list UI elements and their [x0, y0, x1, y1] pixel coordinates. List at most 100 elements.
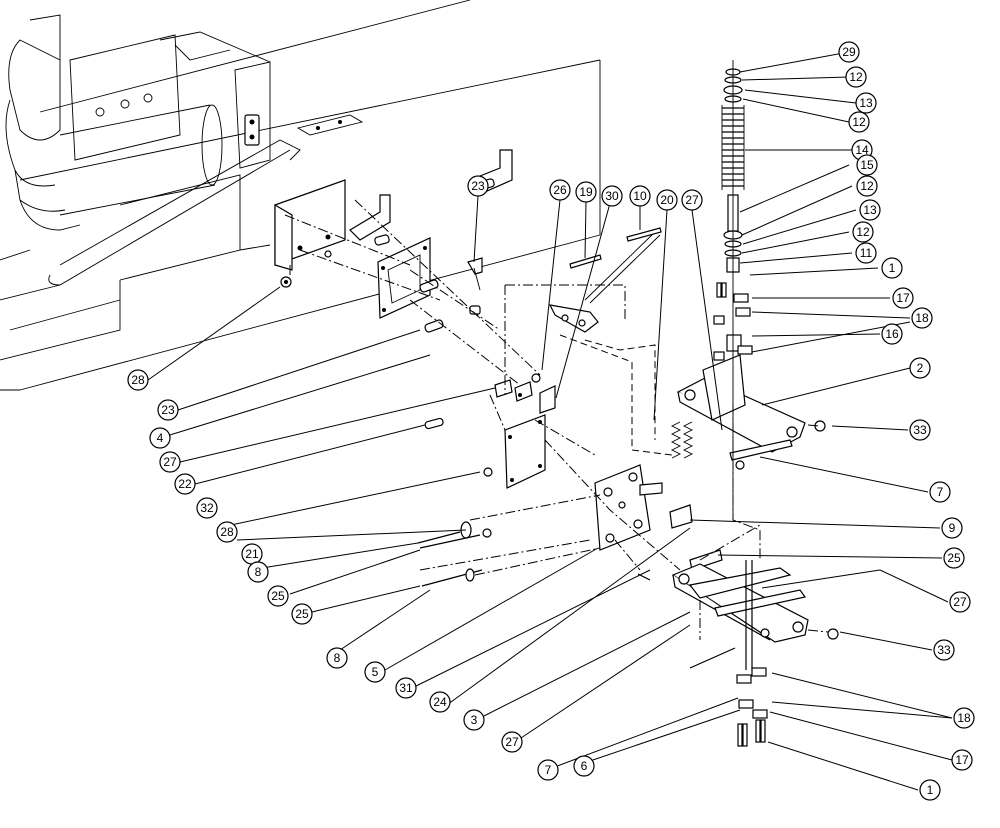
callout-balloon: 7 [929, 481, 951, 503]
callout-label: 17 [955, 753, 969, 767]
lower-plate [504, 414, 546, 489]
callout-label: 5 [372, 665, 379, 679]
long-bolt-21 [417, 521, 472, 544]
spring-9 [670, 421, 694, 459]
callout-label: 27 [953, 595, 967, 609]
callout-balloon: 27 [501, 731, 523, 753]
callout-balloon: 15 [856, 154, 878, 176]
callout-balloon: 27 [681, 189, 703, 211]
hardware [280, 227, 839, 669]
bolt-23-upper [467, 257, 483, 291]
callout-balloon: 10 [629, 185, 651, 207]
callout-label: 12 [856, 225, 870, 239]
callout-label: 13 [859, 96, 873, 110]
callout-balloon: 8 [247, 561, 269, 583]
callout-label: 11 [860, 246, 873, 260]
callout-balloon: 12 [852, 221, 874, 243]
callout-label: 1 [927, 783, 934, 797]
callout-balloon: 20 [656, 189, 678, 211]
callout-label: 3 [471, 713, 478, 727]
callout-balloon: 19 [575, 181, 597, 203]
callout-label: 18 [915, 311, 929, 325]
callout-label: 21 [245, 547, 259, 561]
callout-label: 20 [660, 193, 674, 207]
callout-balloon: 27 [159, 451, 181, 473]
leader-lines [147, 51, 953, 791]
callout-label: 7 [545, 763, 552, 777]
callout-balloon: 25 [291, 603, 313, 625]
callout-balloon: 18 [953, 707, 975, 729]
callout-balloon: 24 [429, 691, 451, 713]
callout-balloon: 33 [909, 419, 931, 441]
lower-lift-arm [671, 563, 809, 643]
callout-balloon: 4 [149, 427, 171, 449]
callout-label: 25 [295, 607, 309, 621]
callout-balloon: 7 [537, 759, 559, 781]
callout-label: 27 [163, 455, 177, 469]
callout-label: 25 [271, 589, 285, 603]
callout-label: 12 [852, 115, 866, 129]
callout-balloon: 23 [157, 399, 179, 421]
callout-balloon: 8 [326, 647, 348, 669]
long-bolt-8-upper [419, 528, 492, 549]
callout-label: 4 [157, 431, 164, 445]
callout-label: 22 [178, 477, 192, 491]
callout-label: 1 [889, 261, 896, 275]
callout-balloon: 25 [267, 585, 289, 607]
callout-balloon: 6 [573, 755, 595, 777]
callout-balloon: 1 [881, 257, 903, 279]
callout-balloon: 13 [859, 199, 881, 221]
callout-balloon: 31 [395, 677, 417, 699]
callout-balloon: 23 [467, 175, 489, 197]
callout-label: 7 [937, 485, 944, 499]
callout-balloon: 5 [364, 661, 386, 683]
callout-label: 16 [885, 327, 899, 341]
callout-label: 14 [855, 143, 869, 157]
callout-label: 26 [553, 183, 567, 197]
callout-balloon: 29 [838, 41, 860, 63]
mount-bracket-left [274, 179, 346, 271]
callout-label: 30 [605, 189, 619, 203]
callout-balloon: 16 [881, 323, 903, 345]
spring-rod-stack [713, 60, 768, 747]
callout-balloon: 17 [951, 749, 973, 771]
callout-balloon: 27 [949, 591, 971, 613]
long-bolt-8-lower [421, 568, 483, 587]
upper-plate [377, 237, 431, 319]
callout-balloon: 18 [911, 307, 933, 329]
callout-balloon: 30 [601, 185, 623, 207]
callout-balloon: 33 [933, 639, 955, 661]
callout-balloon: 1 [919, 779, 941, 801]
callout-balloon: 32 [196, 497, 218, 519]
callout-balloons: 29 12 13 12 14 15 12 13 12 11 1 17 18 16… [127, 41, 975, 801]
pivot-plate [594, 464, 663, 551]
callout-label: 8 [334, 651, 341, 665]
callout-balloon: 12 [848, 111, 870, 133]
callout-label: 32 [200, 501, 214, 515]
callout-label: 8 [255, 565, 262, 579]
upper-lift-arm [676, 354, 806, 470]
callout-label: 33 [937, 643, 951, 657]
callout-label: 12 [860, 179, 874, 193]
assembly-centerlines [284, 199, 829, 640]
callout-label: 24 [433, 695, 447, 709]
callout-label: 25 [947, 551, 961, 565]
callout-label: 28 [220, 525, 234, 539]
tractor-frame [0, 0, 601, 391]
callout-balloon: 2 [909, 357, 931, 379]
callout-balloon: 25 [943, 547, 965, 569]
callout-balloon: 12 [856, 175, 878, 197]
callout-balloon: 28 [216, 521, 238, 543]
callout-label: 27 [505, 735, 519, 749]
callout-label: 10 [633, 189, 647, 203]
callout-label: 2 [917, 361, 924, 375]
callout-balloon: 21 [241, 543, 263, 565]
callout-label: 33 [913, 423, 927, 437]
mount-bracket-middle [349, 194, 391, 246]
callout-balloon: 13 [855, 92, 877, 114]
callout-label: 18 [957, 711, 971, 725]
callout-label: 31 [399, 681, 413, 695]
callout-label: 27 [685, 193, 699, 207]
callout-label: 13 [863, 203, 877, 217]
